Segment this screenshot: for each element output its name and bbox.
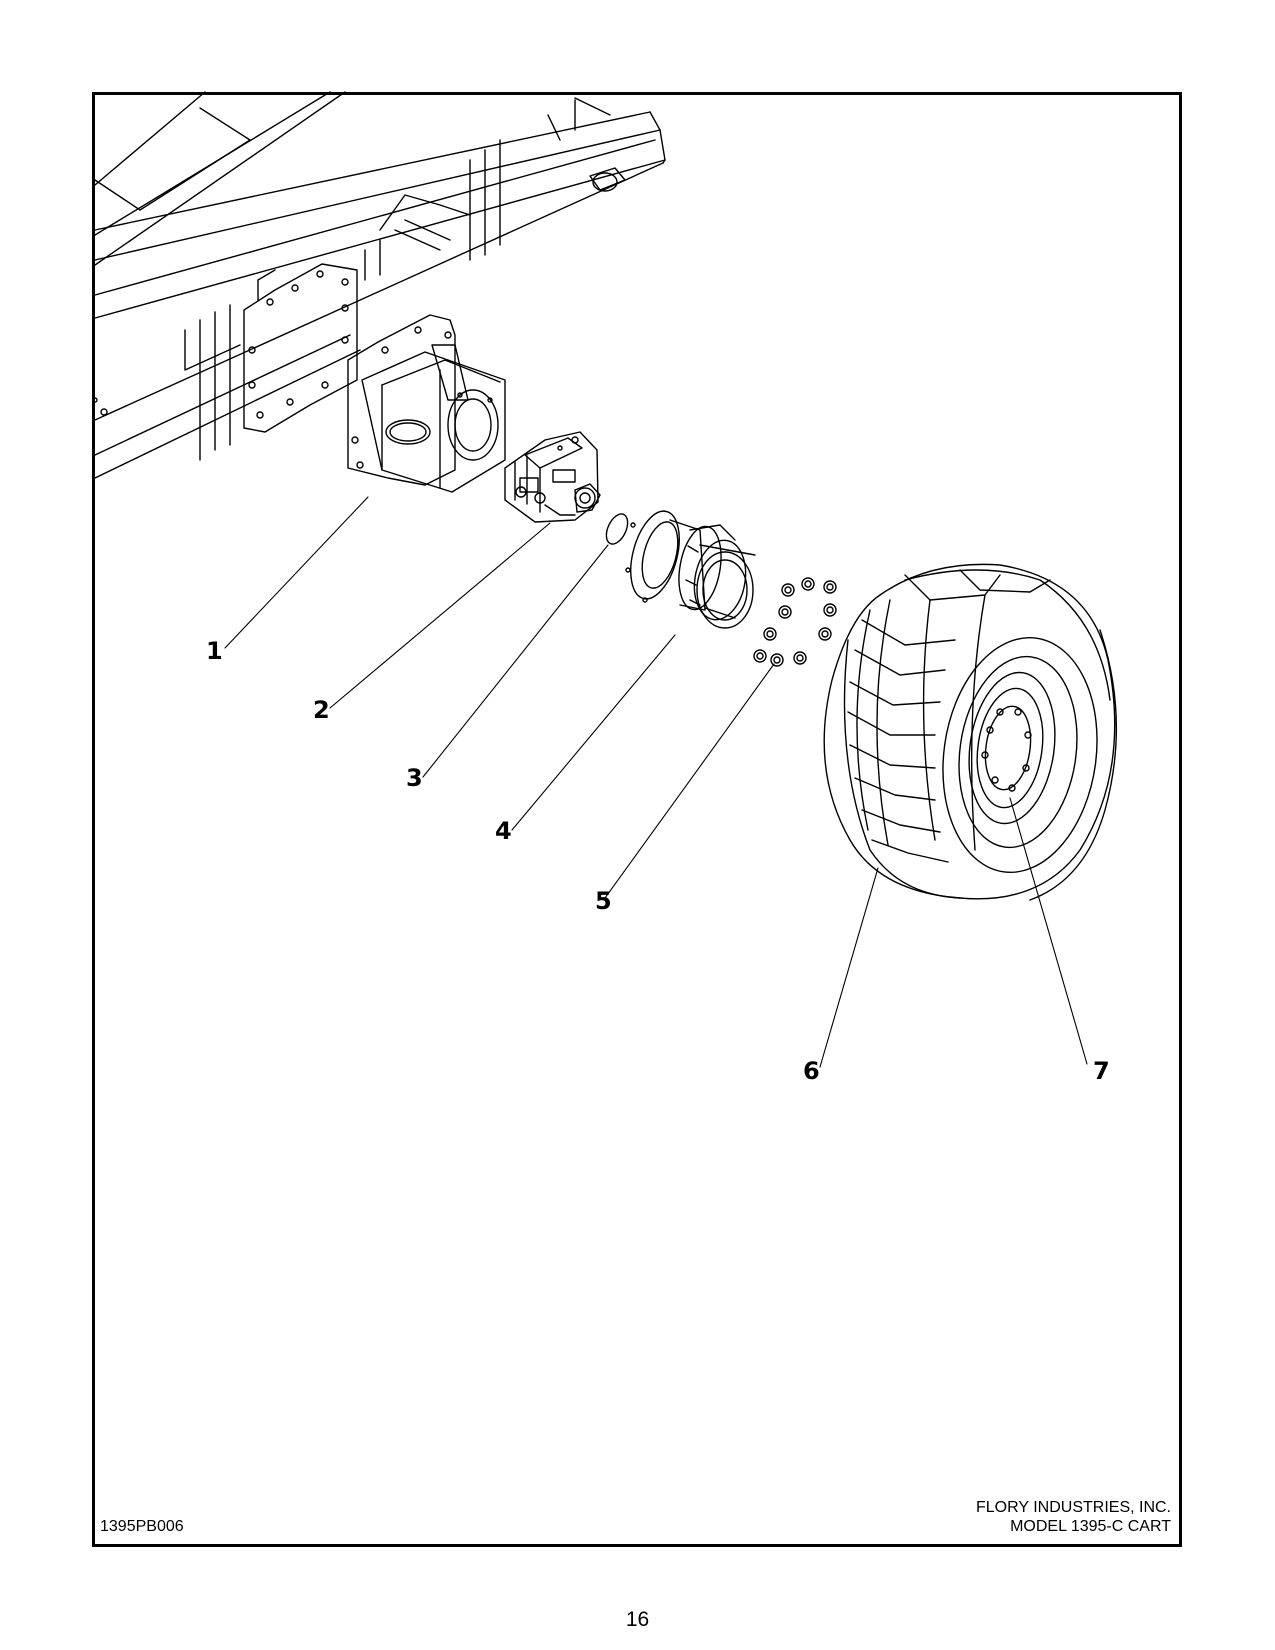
o-ring bbox=[605, 513, 629, 545]
callout-1: 1 bbox=[206, 637, 223, 665]
cart-frame bbox=[92, 91, 666, 479]
callout-3: 3 bbox=[406, 764, 423, 792]
leader-lines bbox=[224, 496, 1088, 1068]
lug-nuts bbox=[753, 577, 837, 667]
page-number: 16 bbox=[625, 1608, 650, 1631]
hydraulic-motor bbox=[504, 431, 601, 523]
motor-mount-bracket bbox=[347, 314, 506, 493]
model-name: MODEL 1395-C CART bbox=[1010, 1518, 1171, 1535]
drawing-border bbox=[92, 92, 1182, 1547]
tire-and-rim bbox=[823, 563, 1118, 901]
callout-7: 7 bbox=[1093, 1057, 1110, 1085]
title-block: FLORY INDUSTRIES, INC. MODEL 1395-C CART bbox=[976, 1498, 1171, 1536]
callout-4: 4 bbox=[495, 817, 512, 845]
callout-2: 2 bbox=[313, 696, 330, 724]
company-name: FLORY INDUSTRIES, INC. bbox=[976, 1499, 1171, 1516]
drawing-number: 1395PB006 bbox=[100, 1518, 184, 1535]
wheel-hub bbox=[625, 510, 756, 629]
mounting-plate bbox=[243, 263, 358, 433]
callout-6: 6 bbox=[803, 1057, 820, 1085]
callout-5: 5 bbox=[595, 887, 612, 915]
